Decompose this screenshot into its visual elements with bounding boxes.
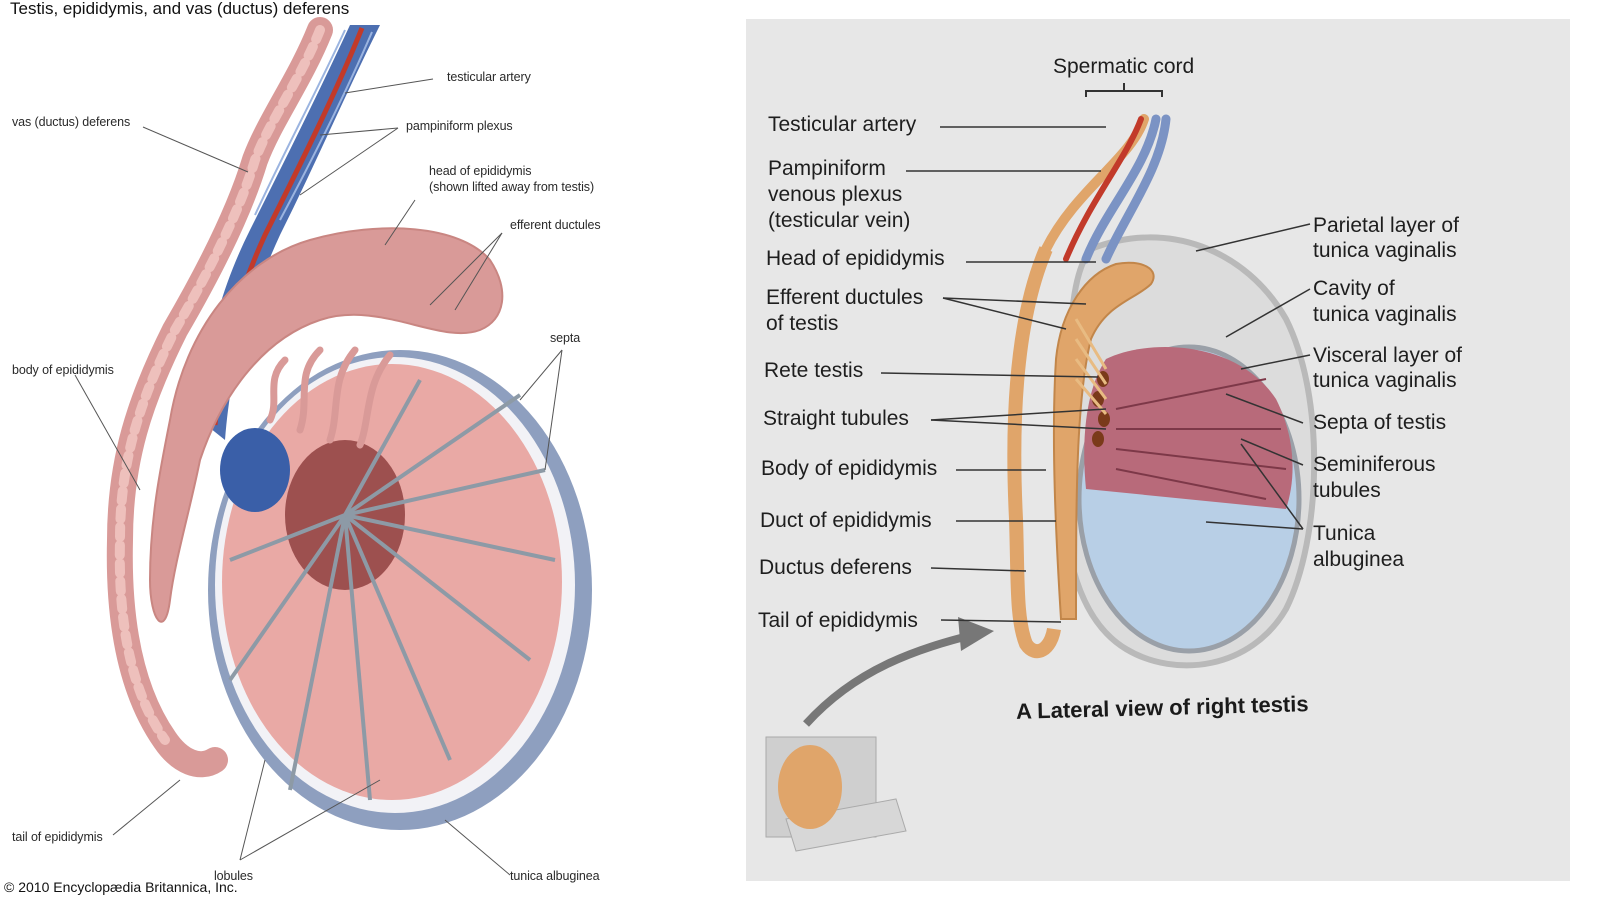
label-efferent-ductules: efferent ductules <box>510 218 601 232</box>
label-pampiniform-line3: (testicular vein) <box>768 209 911 232</box>
right-leader-lines <box>880 126 1311 623</box>
label-cavity-line1: Cavity of <box>1313 277 1395 300</box>
label-testicular-artery: testicular artery <box>447 70 531 84</box>
ductus-deferens <box>1007 246 1061 659</box>
label-lobules: lobules <box>214 869 253 883</box>
plexus-at-hilum <box>220 428 290 512</box>
spermatic-cord <box>1041 114 1171 264</box>
label-seminiferous-line1: Seminiferous <box>1313 453 1436 476</box>
label-efferent-line1: Efferent ductules <box>766 286 924 309</box>
label-pampiniform-line1: Pampiniform <box>768 157 886 180</box>
spermatic-cord-bracket <box>1085 83 1163 97</box>
label-visceral-line2: tunica vaginalis <box>1313 369 1457 392</box>
label-head-of-epididymis-right: Head of epididymis <box>766 247 945 270</box>
label-rete-testis: Rete testis <box>764 359 864 382</box>
left-diagram-title: Testis, epididymis, and vas (ductus) def… <box>10 0 350 18</box>
epididymis-head-body <box>1052 261 1155 620</box>
label-septa-of-testis: Septa of testis <box>1313 411 1447 434</box>
label-body-of-epididymis: body of epididymis <box>12 363 114 377</box>
label-straight-tubules: Straight tubules <box>763 407 909 430</box>
testis-body <box>208 350 592 830</box>
label-head-of-epididymis-note: (shown lifted away from testis) <box>429 180 595 194</box>
right-diagram-panel: Spermatic cord Testicular artery Pampini… <box>746 19 1570 881</box>
orientation-arrow <box>803 630 977 727</box>
septa-lines <box>228 379 556 801</box>
label-vas-deferens: vas (ductus) deferens <box>12 115 131 129</box>
left-leader-lines <box>74 78 563 876</box>
label-head-of-epididymis: head of epididymis <box>429 164 532 178</box>
label-visceral-line1: Visceral layer of <box>1313 344 1463 367</box>
label-duct-of-epididymis: Duct of epididymis <box>760 509 932 532</box>
label-tail-of-epididymis-right: Tail of epididymis <box>758 609 918 632</box>
copyright-notice: © 2010 Encyclopædia Britannica, Inc. <box>4 879 238 895</box>
efferent-ductules <box>266 346 394 449</box>
label-pampiniform-line2: venous plexus <box>768 183 903 206</box>
label-tunica-albuginea-line2: albuginea <box>1313 548 1405 571</box>
orientation-inset <box>765 736 907 852</box>
label-efferent-line2: of testis <box>766 312 839 335</box>
label-spermatic-cord: Spermatic cord <box>1053 55 1195 78</box>
label-tunica-albuginea-line1: Tunica <box>1313 522 1376 545</box>
left-diagram-panel: Testis, epididymis, and vas (ductus) def… <box>0 0 700 899</box>
label-cavity-line2: tunica vaginalis <box>1313 303 1457 326</box>
label-testicular-artery-right: Testicular artery <box>768 113 917 136</box>
label-septa: septa <box>550 331 581 345</box>
epididymis <box>148 227 504 623</box>
label-seminiferous-line2: tubules <box>1313 479 1381 502</box>
right-illustration <box>765 83 1318 852</box>
label-ductus-deferens: Ductus deferens <box>759 556 912 579</box>
label-parietal-line1: Parietal layer of <box>1313 214 1459 237</box>
efferent-ductules-fan <box>1074 318 1108 415</box>
label-tunica-albuginea: tunica albuginea <box>510 869 600 883</box>
label-pampiniform-plexus: pampiniform plexus <box>406 119 513 133</box>
label-parietal-line2: tunica vaginalis <box>1313 239 1457 262</box>
label-body-of-epididymis-right: Body of epididymis <box>761 457 938 480</box>
left-illustration <box>74 17 592 876</box>
label-tail-of-epididymis: tail of epididymis <box>12 830 103 844</box>
